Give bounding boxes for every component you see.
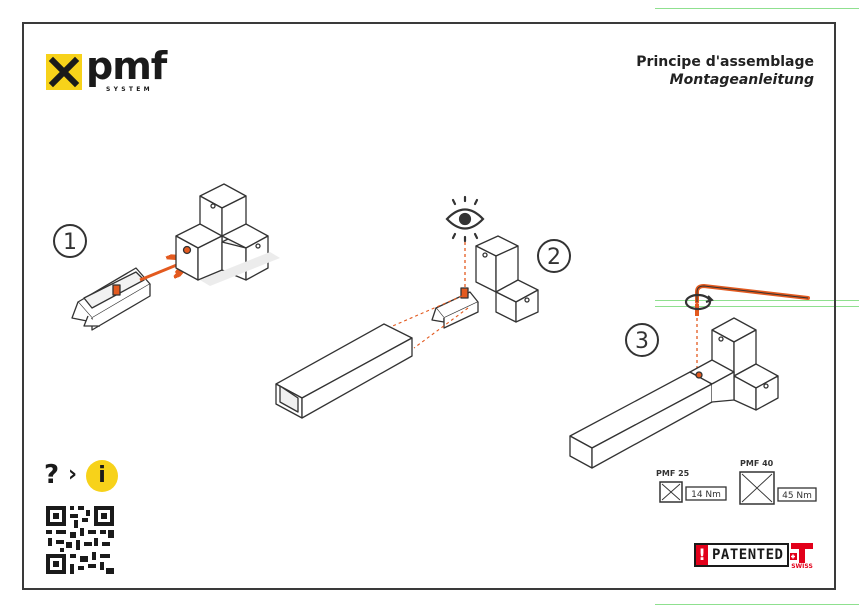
- page-title: Principe d'assemblage Montageanleitung: [636, 54, 814, 88]
- step-1-corner-block: [175, 183, 280, 286]
- swiss-cross-icon: [790, 543, 813, 563]
- step-2-badge: 2: [537, 239, 571, 273]
- guide-line-bottom: [655, 604, 859, 605]
- step-1-badge: 1: [53, 224, 87, 258]
- guide-line-top: [655, 8, 859, 9]
- torque-pmf25-model: PMF 25: [656, 469, 690, 478]
- pmf-logo: pmf SYSTEM: [46, 44, 176, 96]
- info-icon[interactable]: i: [86, 460, 118, 492]
- chevron-right-icon: ›: [68, 462, 78, 487]
- torque-pmf40-value: 45 Nm: [782, 491, 812, 501]
- title-french: Principe d'assemblage: [636, 54, 814, 70]
- step-1-number: 1: [63, 230, 77, 255]
- torque-pmf25-value: 14 Nm: [691, 490, 721, 500]
- patent-text: PATENTED: [712, 547, 784, 563]
- guide-line-mid2: [655, 306, 859, 307]
- step-3-assembly: [569, 317, 779, 469]
- eye-icon: [445, 195, 485, 243]
- logo-word: pmf: [86, 44, 167, 88]
- step-1-connector: [71, 267, 151, 331]
- guide-line-mid: [655, 300, 859, 301]
- step-2-number: 2: [547, 245, 561, 270]
- torque-pmf40-model: PMF 40: [740, 459, 774, 468]
- page-frame: [22, 22, 836, 590]
- step-2-tube: [275, 323, 413, 419]
- step-3-badge: 3: [625, 323, 659, 357]
- step-2-connector: [431, 287, 479, 329]
- step-3-number: 3: [635, 329, 649, 354]
- question-icon: ?: [44, 460, 60, 490]
- torque-pmf25: PMF 25 14 Nm: [656, 469, 727, 503]
- patent-mark: !: [696, 545, 708, 565]
- pmf-x-mark-icon: [46, 54, 82, 90]
- patented-badge: ! PATENTED: [694, 543, 790, 567]
- swiss-label: SWISS: [791, 563, 813, 570]
- qr-code-icon: [46, 506, 114, 574]
- hex-key-icon: [695, 283, 810, 316]
- step-2-corner-block: [475, 235, 539, 323]
- rotate-icon: [684, 293, 714, 311]
- title-german: Montageanleitung: [669, 72, 814, 88]
- logo-subword: SYSTEM: [106, 86, 153, 93]
- torque-pmf40: PMF 40 45 Nm: [739, 459, 817, 505]
